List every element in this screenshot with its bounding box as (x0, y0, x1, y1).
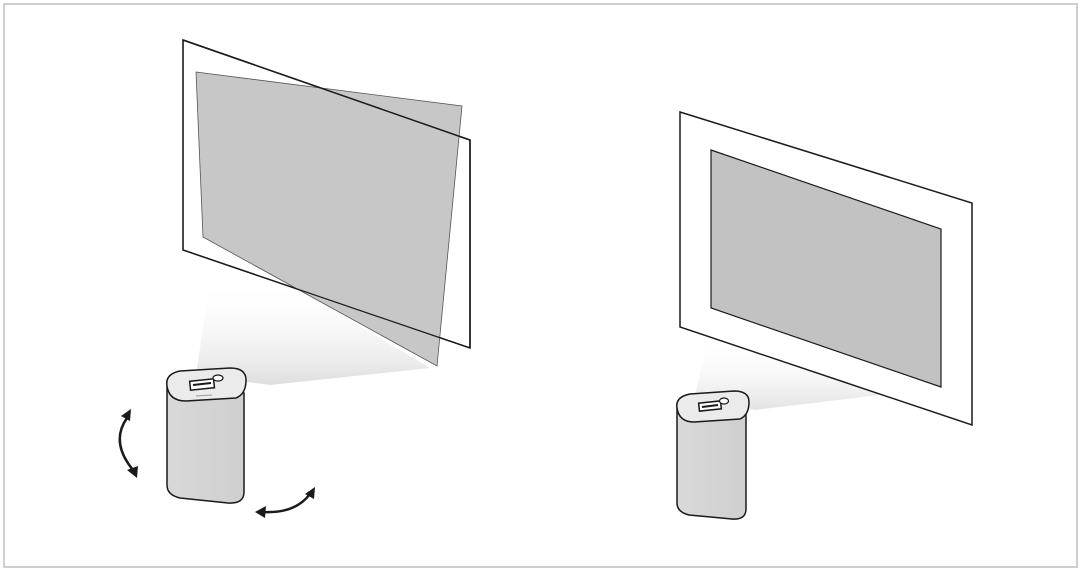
tilt-arrow-icon (118, 409, 138, 478)
aligned-projection-panel (676, 110, 973, 520)
light-beam-left (196, 280, 430, 385)
projector-device-left (166, 367, 247, 504)
misaligned-projection-panel (118, 38, 471, 518)
projector-device-right (676, 390, 750, 520)
aligned-projected-image (710, 149, 942, 388)
skewed-projected-image (195, 71, 463, 367)
swivel-arrow-icon (255, 487, 315, 518)
